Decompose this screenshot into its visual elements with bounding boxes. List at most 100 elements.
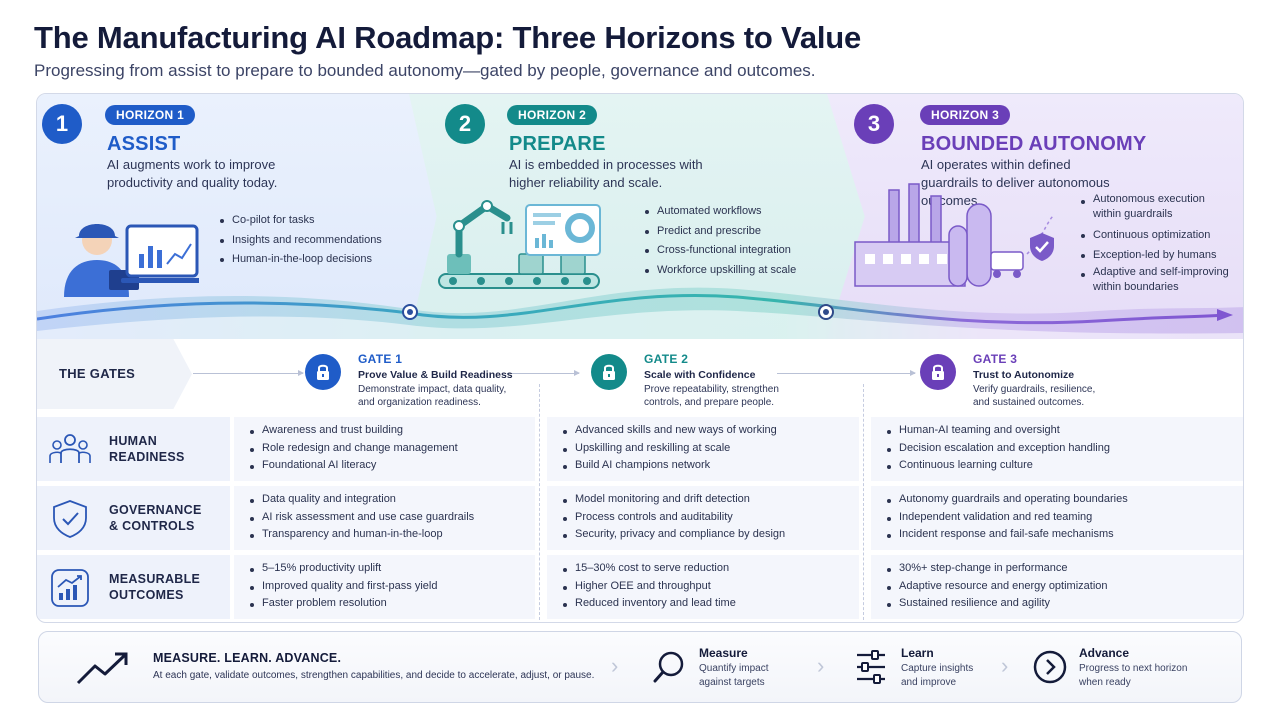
page-subtitle: Progressing from assist to prepare to bo…	[34, 61, 816, 80]
step-measure-line-2: against targets	[699, 677, 765, 688]
list-item: Exception-led by humans	[1081, 246, 1231, 266]
people-icon	[49, 434, 91, 463]
worker-laptop-icon	[64, 224, 199, 297]
list-item: Workforce upskilling at scale	[645, 261, 796, 281]
list-item: Higher OEE and throughput	[563, 578, 736, 596]
gate-3-description-line-2: and sustained outcomes.	[973, 397, 1085, 408]
chevron-circle-icon	[1033, 650, 1067, 684]
horizon-3-number: 3	[854, 104, 894, 144]
horizon-1-name: ASSIST	[107, 133, 181, 155]
list-item: Process controls and auditability	[563, 509, 785, 527]
list-item: Incident response and fail-safe mechanis…	[887, 526, 1128, 544]
list-item: Human-AI teaming and oversight	[887, 422, 1110, 440]
horizon-2-name: PREPARE	[509, 133, 606, 155]
list-item: Decision escalation and exception handli…	[887, 440, 1110, 458]
list-item: Human-in-the-loop decisions	[220, 250, 382, 270]
list-item: Data quality and integration	[250, 491, 474, 509]
list-item: Continuous learning culture	[887, 457, 1110, 475]
gate-2-lock-icon	[591, 354, 627, 390]
horizon-2-description: AI is embedded in processes with higher …	[509, 157, 703, 190]
shield-check-icon	[53, 500, 87, 538]
horizon-1-bullets: Co-pilot for tasks Insights and recommen…	[220, 211, 382, 270]
list-item: 5–15% productivity uplift	[250, 560, 437, 578]
horizon-3-bullets: Autonomous execution within guardrails C…	[1081, 192, 1231, 294]
cell-horizon-3: Human-AI teaming and oversight Decision …	[871, 417, 1243, 481]
horizon-3-tag: HORIZON 3	[920, 105, 1011, 125]
footer-title: MEASURE. LEARN. ADVANCE.	[153, 651, 342, 665]
list-item: Foundational AI literacy	[250, 457, 458, 475]
step-learn-line-1: Capture insights	[901, 663, 974, 674]
gate-1-subtitle: Prove Value & Build Readiness	[358, 369, 513, 381]
step-learn-title: Learn	[901, 646, 934, 660]
shield-check-icon	[1030, 233, 1054, 261]
footer-panel: MEASURE. LEARN. ADVANCE. At each gate, v…	[38, 631, 1242, 703]
list-item: Sustained resilience and agility	[887, 595, 1108, 613]
column-divider	[539, 384, 540, 620]
trend-arrow-icon	[76, 652, 128, 685]
gate-arrow	[777, 370, 916, 376]
cell-horizon-2: 15–30% cost to serve reduction Higher OE…	[547, 555, 859, 619]
gates-label: THE GATES	[59, 366, 136, 381]
list-item: Automated workflows	[645, 202, 796, 222]
list-item: Transparency and human-in-the-loop	[250, 526, 474, 544]
list-item: Continuous optimization	[1081, 226, 1231, 246]
list-item: Faster problem resolution	[250, 595, 437, 613]
cell-horizon-2: Model monitoring and drift detection Pro…	[547, 486, 859, 550]
gate-1-description-line-1: Demonstrate impact, data quality,	[358, 384, 507, 395]
sliders-icon	[857, 650, 885, 684]
horizon-3-name: BOUNDED AUTONOMY	[921, 133, 1147, 155]
chevron-right-icon: ›	[1001, 653, 1009, 678]
footer-description: At each gate, validate outcomes, strengt…	[153, 670, 595, 681]
list-item: Upskilling and reskilling at scale	[563, 440, 777, 458]
horizon-2-tag: HORIZON 2	[507, 105, 598, 125]
progress-wave	[37, 287, 1243, 344]
list-item: Improved quality and first-pass yield	[250, 578, 437, 596]
horizon-3-description: AI operates within defined guardrails to…	[921, 157, 1110, 208]
factory-icon	[854, 183, 1054, 287]
list-item: Role redesign and change management	[250, 440, 458, 458]
gate-1-title: GATE 1	[358, 352, 403, 366]
cell-horizon-2: Advanced skills and new ways of working …	[547, 417, 859, 481]
gate-3-description-line-1: Verify guardrails, resilience,	[973, 384, 1096, 395]
magnifier-icon	[653, 651, 684, 683]
cell-horizon-1: Awareness and trust building Role redesi…	[234, 417, 535, 481]
list-item: 30%+ step-change in performance	[887, 560, 1108, 578]
gate-2-description-line-1: Prove repeatability, strengthen	[644, 384, 779, 395]
cell-horizon-3: 30%+ step-change in performance Adaptive…	[871, 555, 1243, 619]
horizon-2-bullets: Automated workflows Predict and prescrib…	[645, 202, 796, 280]
list-item: Predict and prescribe	[645, 222, 796, 242]
gate-2-title: GATE 2	[644, 352, 689, 366]
gate-1-description-line-2: and organization readiness.	[358, 397, 481, 408]
list-item: Autonomous execution within guardrails	[1081, 192, 1231, 221]
step-advance-line-2: when ready	[1079, 677, 1131, 688]
list-item: Awareness and trust building	[250, 422, 458, 440]
list-item: Model monitoring and drift detection	[563, 491, 785, 509]
horizon-1-description: AI augments work to improve productivity…	[107, 157, 278, 190]
chevron-right-icon: ›	[817, 653, 825, 678]
step-measure-title: Measure	[699, 646, 748, 660]
gate-3-title: GATE 3	[973, 352, 1018, 366]
chevron-right-icon: ›	[611, 653, 619, 678]
gate-2-subtitle: Scale with Confidence	[644, 369, 756, 381]
list-item: Independent validation and red teaming	[887, 509, 1128, 527]
gates-band	[37, 339, 1243, 409]
gate-2-description-line-2: controls, and prepare people.	[644, 397, 775, 408]
step-learn-line-2: and improve	[901, 677, 957, 688]
list-item: Cross-functional integration	[645, 241, 796, 261]
list-item: Security, privacy and compliance by desi…	[563, 526, 785, 544]
horizon-1-number: 1	[42, 104, 82, 144]
list-item: Advanced skills and new ways of working	[563, 422, 777, 440]
list-item: Autonomy guardrails and operating bounda…	[887, 491, 1128, 509]
list-item: Build AI champions network	[563, 457, 777, 475]
roadmap-card: 1 HORIZON 1 ASSIST AI augments work to i…	[36, 93, 1244, 623]
gate-arrow	[507, 370, 580, 376]
step-measure-line-1: Quantify impact	[699, 663, 769, 674]
step-advance-line-1: Progress to next horizon	[1079, 663, 1188, 674]
cell-horizon-1: 5–15% productivity uplift Improved quali…	[234, 555, 535, 619]
list-item: Adaptive resource and energy optimizatio…	[887, 578, 1108, 596]
